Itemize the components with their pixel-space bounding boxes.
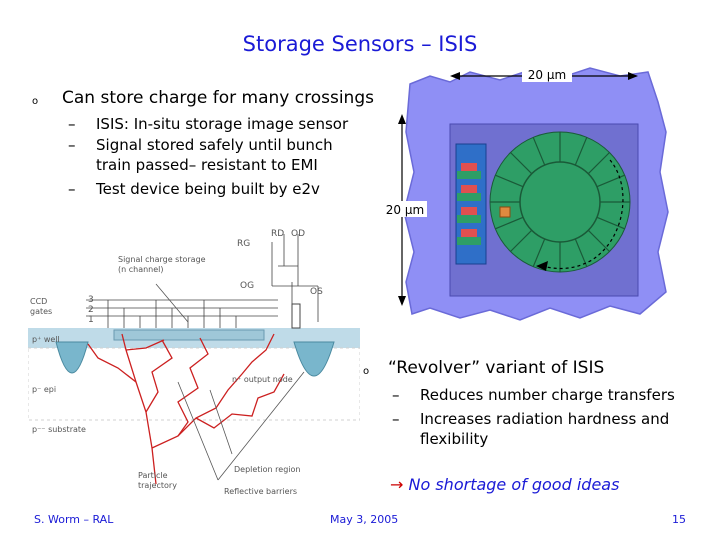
wheel-spoke	[495, 174, 524, 188]
label-reflective: Reflective barriers	[224, 487, 297, 496]
wheel-spoke	[574, 238, 588, 267]
sub-item-2: – Signal stored safely until bunch train…	[68, 135, 333, 175]
readout-column	[455, 143, 487, 265]
wheel-spoke	[495, 216, 524, 230]
label-og: OG	[240, 281, 254, 291]
revolver-text: “Revolver” variant of ISIS	[388, 358, 605, 378]
revolver-sub-2-line-2: flexibility	[420, 430, 489, 448]
wheel-spokes	[490, 132, 630, 272]
revolver-pixel-diagram: 20 µm 20 µm	[383, 66, 669, 321]
arrow-icon: →	[390, 475, 404, 494]
page-title: Storage Sensors – ISIS	[242, 32, 478, 56]
arrowhead-right	[628, 72, 638, 80]
label-p-substrate: p⁻⁻ substrate	[32, 425, 86, 434]
label-p-well: p⁺ well	[32, 335, 60, 344]
footer-author: S. Worm – RAL	[34, 513, 114, 526]
wheel-spoke	[532, 137, 546, 166]
storage-channel	[113, 329, 265, 341]
sub-item-2-line-1: Signal stored safely until bunch	[96, 136, 333, 154]
revolver-sub-2-line-1: Increases radiation hardness and	[420, 410, 670, 428]
dash: –	[68, 136, 76, 154]
conclusion: → No shortage of good ideas	[390, 475, 619, 494]
sub-item-3-line-1: Test device being built by e2v	[96, 180, 320, 198]
conclusion-text: No shortage of good ideas	[408, 475, 620, 494]
photogate-center	[519, 161, 601, 243]
arrowhead-up	[398, 114, 406, 124]
arrowhead-left	[450, 72, 460, 80]
wheel-spoke	[532, 238, 546, 267]
label-gate-1: 1	[88, 315, 94, 325]
wheel-spoke	[574, 137, 588, 166]
label-ccd: CCD	[30, 297, 47, 306]
footer-page-number: 15	[672, 513, 686, 526]
label-gates: gates	[30, 307, 52, 316]
diagram-labels: RG RD OD OG OS Signal charge storage (n …	[30, 229, 323, 496]
bullet-marker: o	[32, 96, 39, 107]
source-follower	[291, 303, 301, 329]
ccd-cross-section-diagram: RG RD OD OG OS Signal charge storage (n …	[28, 229, 360, 504]
reflective-barrier-right	[293, 341, 335, 377]
label-n-channel: (n channel)	[118, 265, 164, 274]
arrowhead	[536, 261, 548, 271]
label-od: OD	[291, 229, 305, 239]
dimension-label-top: 20 µm	[528, 68, 566, 82]
label-trajectory: trajectory	[138, 481, 177, 490]
wheel-spoke	[587, 152, 610, 175]
gate-lines	[86, 234, 319, 328]
label-gate-2: 2	[88, 305, 94, 315]
output-node	[499, 206, 511, 218]
footer-date: May 3, 2005	[330, 513, 399, 526]
dash: –	[392, 410, 400, 428]
label-output-node: n⁺ output node	[232, 375, 293, 384]
revolver-sub-2: – Increases radiation hardness and flexi…	[392, 409, 670, 449]
revolver-sub-1-line-1: Reduces number charge transfers	[420, 386, 675, 404]
reflective-barrier-left	[55, 341, 89, 374]
label-backdrop	[383, 201, 427, 217]
arrowhead-down	[398, 296, 406, 306]
label-backdrop	[522, 66, 572, 82]
dash: –	[68, 115, 76, 133]
label-gate-3: 3	[88, 295, 94, 305]
dimension-label-left: 20 µm	[386, 203, 424, 217]
dash: –	[68, 180, 76, 198]
label-rd: RD	[271, 229, 284, 239]
wheel-spoke	[587, 229, 610, 252]
wheel-spoke	[510, 152, 533, 175]
sub-item-2-line-2: train passed– resistant to EMI	[96, 156, 318, 174]
label-rg: RG	[237, 239, 250, 249]
sub-item-3: – Test device being built by e2v	[68, 179, 320, 199]
wheel-spoke	[510, 229, 533, 252]
particle-tracks	[87, 333, 285, 485]
main-bullet-text: Can store charge for many crossings	[62, 88, 374, 108]
label-particle: Particle	[138, 471, 168, 480]
label-os: OS	[310, 287, 323, 297]
sub-item-1-line-1: ISIS: In-situ storage image sensor	[96, 115, 349, 133]
label-signal-storage: Signal charge storage	[118, 255, 206, 264]
label-leaders	[155, 283, 305, 481]
label-p-epi: p⁻ epi	[32, 385, 56, 394]
bullet-marker: o	[363, 366, 370, 377]
sub-item-1: – ISIS: In-situ storage image sensor	[68, 114, 349, 134]
wheel-spoke	[596, 216, 625, 230]
transfer-path	[541, 159, 624, 270]
revolver-sub-1: – Reduces number charge transfers	[392, 385, 675, 405]
readout-transistors	[457, 163, 481, 245]
label-depletion: Depletion region	[234, 465, 300, 474]
dash: –	[392, 386, 400, 404]
